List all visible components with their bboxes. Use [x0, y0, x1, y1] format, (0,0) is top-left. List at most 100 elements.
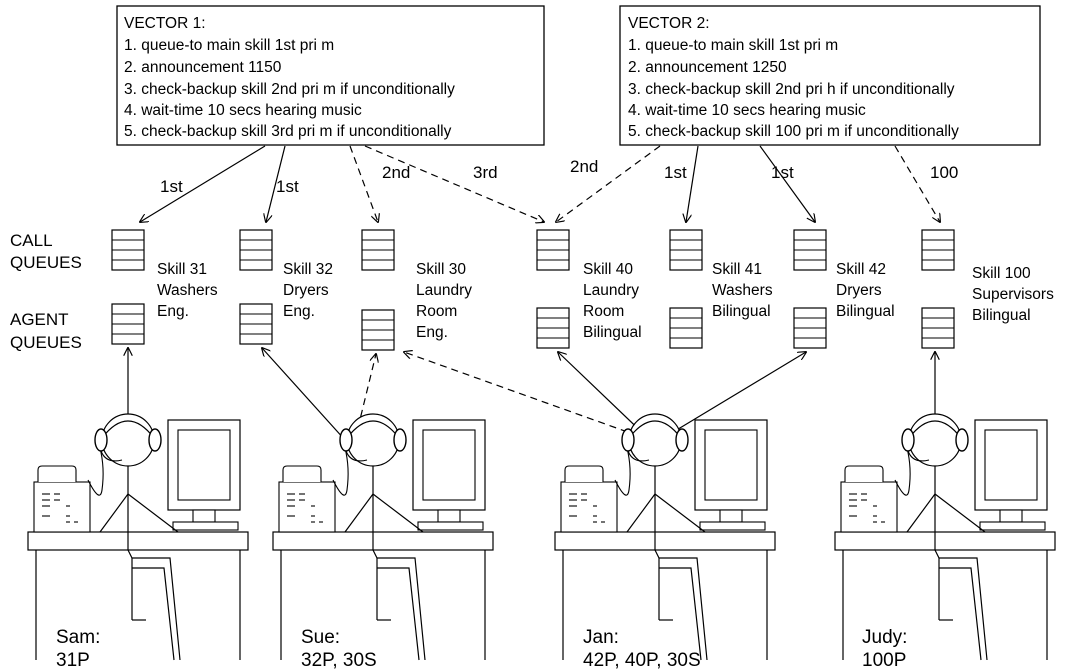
arrow-jan-skill42	[659, 352, 806, 441]
agent-labels: Sam: 31P Sue: 32P, 30S Jan: 42P, 40P, 30…	[56, 627, 907, 671]
agent-skills: 31P	[56, 650, 90, 671]
call-queue-skill30	[361, 229, 395, 271]
arrow-v1-skill31	[140, 145, 266, 222]
agent-queue-skill31	[111, 303, 145, 345]
svg-text:Skill 31: Skill 31	[157, 261, 207, 278]
svg-text:Dryers: Dryers	[836, 282, 882, 299]
arrow-label: 3rd	[473, 163, 498, 182]
agent-queues-label: QUEUES	[10, 333, 82, 352]
arrow-label: 1st	[664, 163, 687, 182]
svg-text:Skill 100: Skill 100	[972, 265, 1031, 282]
skill-label-41: Skill 41 Washers Bilingual	[712, 261, 773, 320]
vector-1-step: 3. check-backup skill 2nd pri m if uncon…	[124, 81, 455, 98]
svg-text:Skill 40: Skill 40	[583, 261, 633, 278]
agent-name: Judy:	[862, 627, 907, 648]
arrow-v2-skill42	[759, 145, 815, 222]
vector-2-step: 4. wait-time 10 secs hearing music	[628, 102, 866, 119]
agent-queues-label: AGENT	[10, 310, 69, 329]
agent-sam-workstation	[27, 413, 249, 661]
vector-2-step: 3. check-backup skill 2nd pri h if uncon…	[628, 81, 955, 98]
vector-1-step: 1. queue-to main skill 1st pri m	[124, 37, 334, 54]
vector-arrows	[140, 145, 940, 222]
svg-text:Laundry: Laundry	[416, 282, 472, 299]
arrow-label: 2nd	[382, 163, 410, 182]
vector-1-step: 4. wait-time 10 secs hearing music	[124, 102, 362, 119]
agent-name: Sam:	[56, 627, 100, 648]
svg-text:Bilingual: Bilingual	[583, 324, 642, 341]
agent-queue-skill42	[793, 307, 827, 349]
agent-arrows	[128, 348, 935, 441]
agent-queue-skill30	[361, 309, 395, 351]
row-labels: CALL QUEUES AGENT QUEUES	[10, 231, 82, 352]
svg-text:Eng.: Eng.	[157, 303, 189, 320]
call-queues-label: QUEUES	[10, 253, 82, 272]
vector-2-box: VECTOR 2: 1. queue-to main skill 1st pri…	[619, 5, 1041, 146]
call-queue-skill32	[239, 229, 273, 271]
call-queue-skill100	[921, 229, 955, 271]
vector-2-step: 1. queue-to main skill 1st pri m	[628, 37, 838, 54]
skill-label-31: Skill 31 Washers Eng.	[157, 261, 218, 320]
call-queues	[111, 229, 955, 271]
vector-2-title: VECTOR 2:	[628, 15, 710, 32]
arrow-v1-skill30	[349, 145, 378, 222]
skill-label-32: Skill 32 Dryers Eng.	[283, 261, 333, 320]
svg-text:Bilingual: Bilingual	[972, 307, 1031, 324]
svg-text:Eng.: Eng.	[416, 324, 448, 341]
svg-text:Skill 42: Skill 42	[836, 261, 886, 278]
skill-labels: Skill 31 Washers Eng. Skill 32 Dryers En…	[157, 261, 1054, 341]
agent-queue-skill100	[921, 307, 955, 349]
arrow-v2-skill41	[686, 145, 699, 222]
agent-skills: 32P, 30S	[301, 650, 377, 671]
arrow-label: 1st	[276, 177, 299, 196]
svg-text:Dryers: Dryers	[283, 282, 329, 299]
agent-sue-workstation	[272, 413, 494, 661]
call-queue-skill40	[536, 229, 570, 271]
arrow-v2-skill100	[894, 145, 940, 222]
vector-2-step: 5. check-backup skill 100 pri m if uncon…	[628, 123, 959, 140]
svg-text:Washers: Washers	[712, 282, 773, 299]
vector-1-title: VECTOR 1:	[124, 15, 206, 32]
vector-2-step: 2. announcement 1250	[628, 59, 787, 76]
vector-1-step: 5. check-backup skill 3rd pri m if uncon…	[124, 123, 452, 140]
svg-text:Skill 32: Skill 32	[283, 261, 333, 278]
arrow-label: 100	[930, 163, 958, 182]
svg-text:Room: Room	[583, 303, 624, 320]
agent-name: Sue:	[301, 627, 340, 648]
arrow-v2-skill40	[556, 145, 661, 222]
agent-queue-skill40	[536, 307, 570, 349]
skill-label-100: Skill 100 Supervisors Bilingual	[972, 265, 1054, 324]
svg-text:Bilingual: Bilingual	[836, 303, 895, 320]
svg-text:Bilingual: Bilingual	[712, 303, 771, 320]
skill-label-40: Skill 40 Laundry Room Bilingual	[583, 261, 642, 341]
svg-text:Skill 30: Skill 30	[416, 261, 466, 278]
call-queue-skill31	[111, 229, 145, 271]
arrow-label: 1st	[771, 163, 794, 182]
agent-queue-skill32	[239, 303, 273, 345]
svg-text:Supervisors: Supervisors	[972, 286, 1054, 303]
agent-skills: 100P	[862, 650, 906, 671]
agent-jan-workstation	[554, 413, 776, 661]
arrow-label: 2nd	[570, 157, 598, 176]
svg-text:Skill 41: Skill 41	[712, 261, 762, 278]
call-queue-skill42	[793, 229, 827, 271]
arrow-v1-skill40	[364, 145, 544, 222]
arrow-label: 1st	[160, 177, 183, 196]
call-queue-skill41	[669, 229, 703, 271]
agent-workstations	[27, 413, 1056, 661]
arrow-jan-skill30	[404, 352, 651, 441]
call-queues-label: CALL	[10, 231, 53, 250]
vector-1-box: VECTOR 1: 1. queue-to main skill 1st pri…	[116, 5, 545, 146]
arrow-sue-skill32	[262, 348, 346, 441]
agent-queues	[111, 303, 955, 351]
svg-text:Laundry: Laundry	[583, 282, 639, 299]
arrow-labels: 1st 1st 2nd 3rd 2nd 1st 1st 100	[160, 157, 958, 196]
svg-text:Room: Room	[416, 303, 457, 320]
agent-judy-workstation	[834, 413, 1056, 661]
agent-name: Jan:	[583, 627, 619, 648]
skill-label-42: Skill 42 Dryers Bilingual	[836, 261, 895, 320]
skill-label-30: Skill 30 Laundry Room Eng.	[416, 261, 472, 341]
svg-text:Washers: Washers	[157, 282, 218, 299]
arrow-v1-skill32	[266, 145, 286, 222]
svg-text:Eng.: Eng.	[283, 303, 315, 320]
